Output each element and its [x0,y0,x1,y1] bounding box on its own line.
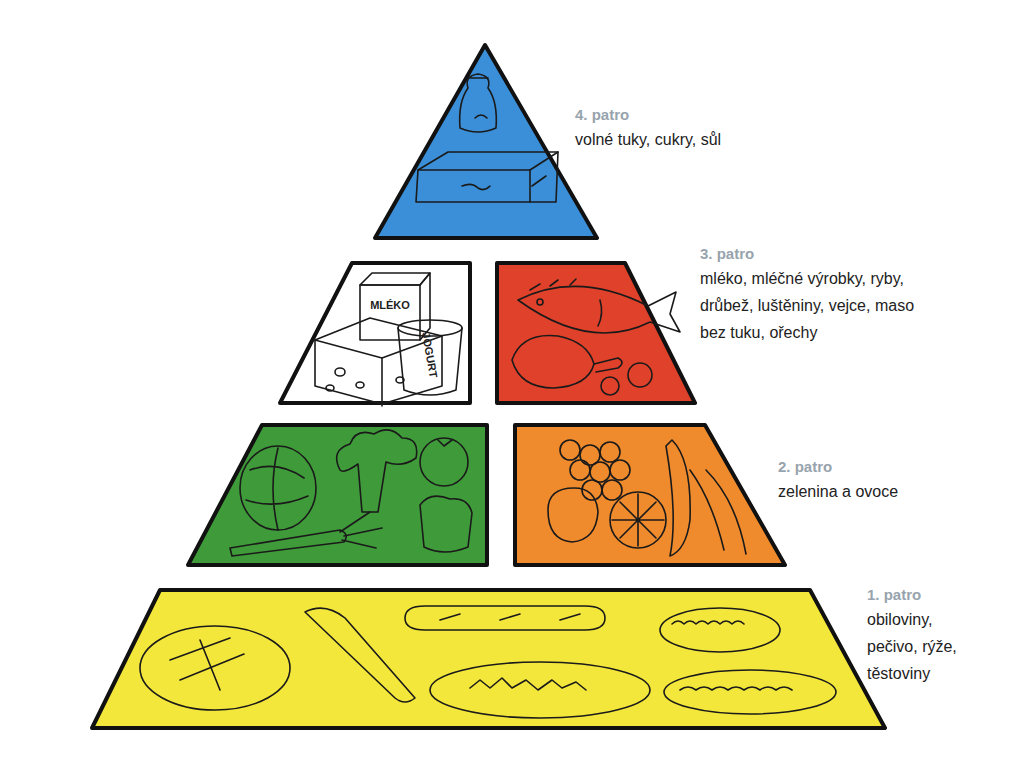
tier-shape [375,45,597,238]
tier-caption: 1. patroobiloviny, pečivo, rýže, těstovi… [867,584,987,687]
dairy-sketch [315,273,462,406]
tier-outline [375,45,597,238]
pyramid-tier: 2. patrozelenina a ovoce [515,425,785,565]
tier-outline [515,425,785,565]
tier-foods: zelenina a ovoce [778,478,978,505]
fat-sugar-sketch [416,74,558,202]
tier-shape [515,425,785,565]
tier-caption: 3. patromléko, mléčné výrobky, ryby, drů… [700,243,926,346]
pyramid-tier: 3. patromléko, mléčné výrobky, ryby, drů… [497,263,695,403]
tier-shape [92,590,885,728]
tier-outline [92,590,885,728]
pyramid-tier: 4. patrovolné tuky, cukry, sůl [375,45,597,238]
package-label: MLÉKO [370,299,410,311]
tier-heading: 1. patro [867,584,987,606]
tier-heading: 3. patro [700,243,926,265]
fish-poultry-sketch [512,279,680,395]
fruit-sketch [548,440,746,556]
tier-caption: 2. patrozelenina a ovoce [778,456,978,505]
vegetable-sketch [230,430,472,556]
dairy-tier [280,263,470,403]
tier-caption: 4. patrovolné tuky, cukry, sůl [575,104,795,153]
vegetable-tier [188,425,487,565]
grain-sketch [140,606,836,718]
tier-heading: 4. patro [575,104,795,126]
tier-heading: 2. patro [778,456,978,478]
tier-foods: volné tuky, cukry, sůl [575,126,795,153]
pyramid-tier: 1. patroobiloviny, pečivo, rýže, těstovi… [92,590,885,728]
tier-foods: mléko, mléčné výrobky, ryby, drůbež, luš… [700,265,926,346]
tier-outline [497,263,695,403]
tier-shape [497,263,695,403]
tier-foods: obiloviny, pečivo, rýže, těstoviny [867,606,987,687]
